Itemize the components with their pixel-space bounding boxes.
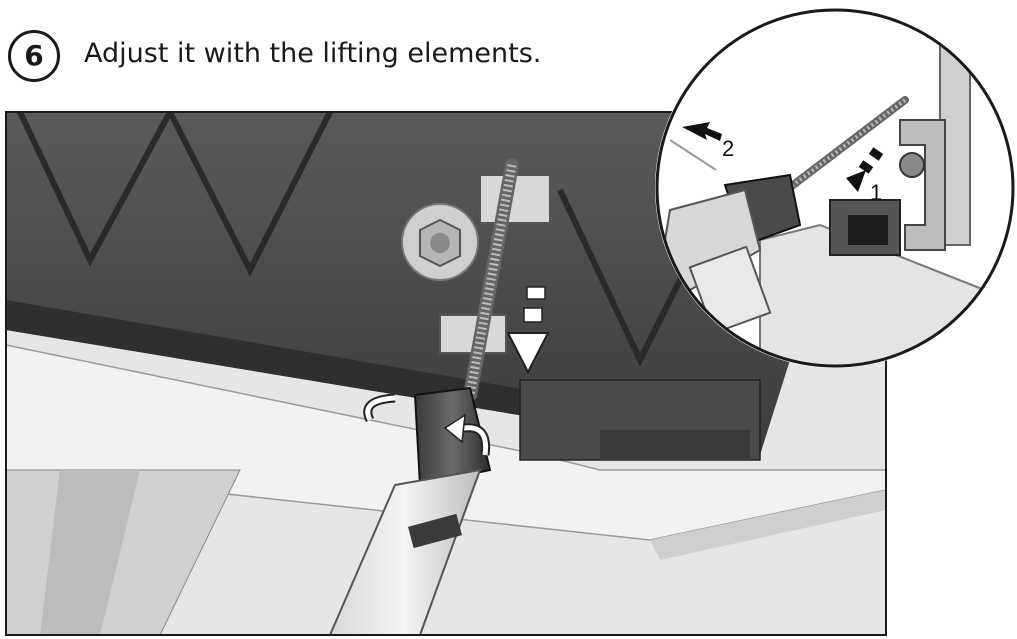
step-number: 6 (24, 39, 44, 72)
down-arrow (506, 286, 550, 375)
rotation-arrow-icon (363, 393, 491, 456)
step-instruction: Adjust it with the lifting elements. (84, 38, 542, 69)
detail-label-1: 1 (870, 180, 882, 205)
detail-label-2: 2 (722, 136, 734, 161)
illustration-frame (5, 111, 887, 636)
step-number-badge: 6 (8, 30, 60, 82)
threaded-rod (463, 158, 519, 402)
detail-circle-border (655, 8, 1015, 368)
drill-body (328, 468, 482, 635)
drill-chuck (413, 386, 492, 487)
dark-beam (6, 112, 790, 455)
